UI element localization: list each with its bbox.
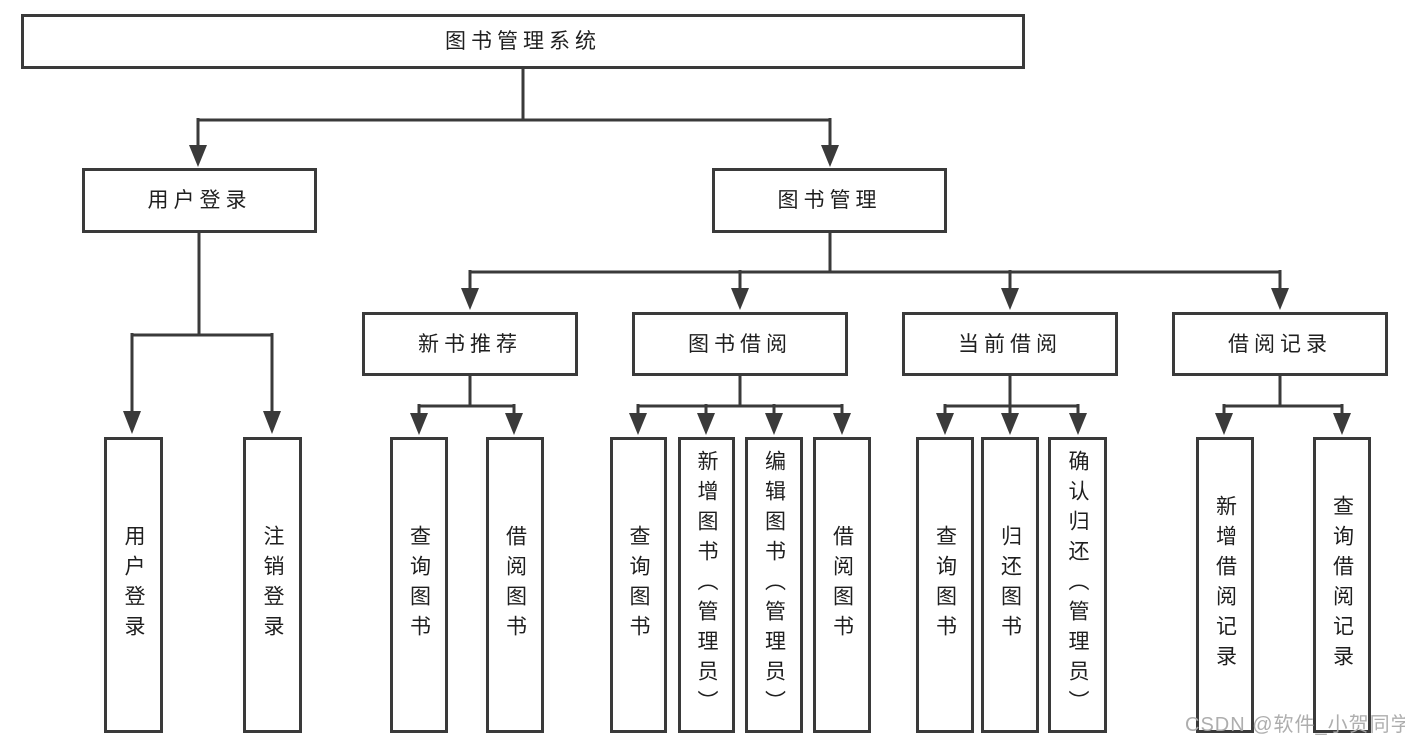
- leaf-query-borrow-record: 查询借阅记录: [1313, 437, 1371, 733]
- leaf-query-books-current: 查询图书: [916, 437, 974, 733]
- arrowheads: [123, 145, 1351, 435]
- node-book-management: 图书管理: [712, 168, 947, 233]
- leaf-borrow-books-label: 借阅图书: [830, 525, 854, 645]
- leaf-user-login-label: 用户登录: [122, 525, 145, 645]
- leaf-borrow-books-recommend: 借阅图书: [486, 437, 544, 733]
- leaf-add-books-admin: 新增图书（管理员）: [678, 437, 735, 733]
- node-current-borrowing: 当前借阅: [902, 312, 1118, 376]
- leaf-edit-books-admin: 编辑图书（管理员）: [745, 437, 803, 733]
- leaf-borrow-books-recommend-label: 借阅图书: [503, 525, 527, 645]
- leaf-logout-label: 注销登录: [261, 525, 284, 645]
- node-user-login: 用户登录: [82, 168, 317, 233]
- leaf-add-borrow-record: 新增借阅记录: [1196, 437, 1254, 733]
- leaf-user-login: 用户登录: [104, 437, 163, 733]
- leaf-return-books: 归还图书: [981, 437, 1039, 733]
- leaf-return-books-label: 归还图书: [998, 525, 1022, 645]
- leaf-query-borrow-record-label: 查询借阅记录: [1330, 495, 1354, 675]
- leaf-add-books-admin-label: 新增图书（管理员）: [695, 450, 718, 720]
- leaf-query-books-recommend-label: 查询图书: [407, 525, 431, 645]
- node-library-management-system: 图书管理系统: [21, 14, 1025, 69]
- node-book-borrowing: 图书借阅: [632, 312, 848, 376]
- leaf-confirm-return-admin: 确认归还（管理员）: [1048, 437, 1107, 733]
- leaf-confirm-return-admin-label: 确认归还（管理员）: [1066, 450, 1089, 720]
- leaf-query-books-borrow-label: 查询图书: [627, 525, 650, 645]
- leaf-borrow-books: 借阅图书: [813, 437, 871, 733]
- leaf-edit-books-admin-label: 编辑图书（管理员）: [762, 450, 786, 720]
- leaf-logout: 注销登录: [243, 437, 302, 733]
- node-borrowing-records: 借阅记录: [1172, 312, 1388, 376]
- leaf-add-borrow-record-label: 新增借阅记录: [1213, 495, 1237, 675]
- leaf-query-books-recommend: 查询图书: [390, 437, 448, 733]
- node-new-book-recommend: 新书推荐: [362, 312, 578, 376]
- leaf-query-books-borrow: 查询图书: [610, 437, 667, 733]
- leaf-query-books-current-label: 查询图书: [933, 525, 957, 645]
- csdn-watermark: CSDN @软件_小贺同学: [1185, 714, 1405, 736]
